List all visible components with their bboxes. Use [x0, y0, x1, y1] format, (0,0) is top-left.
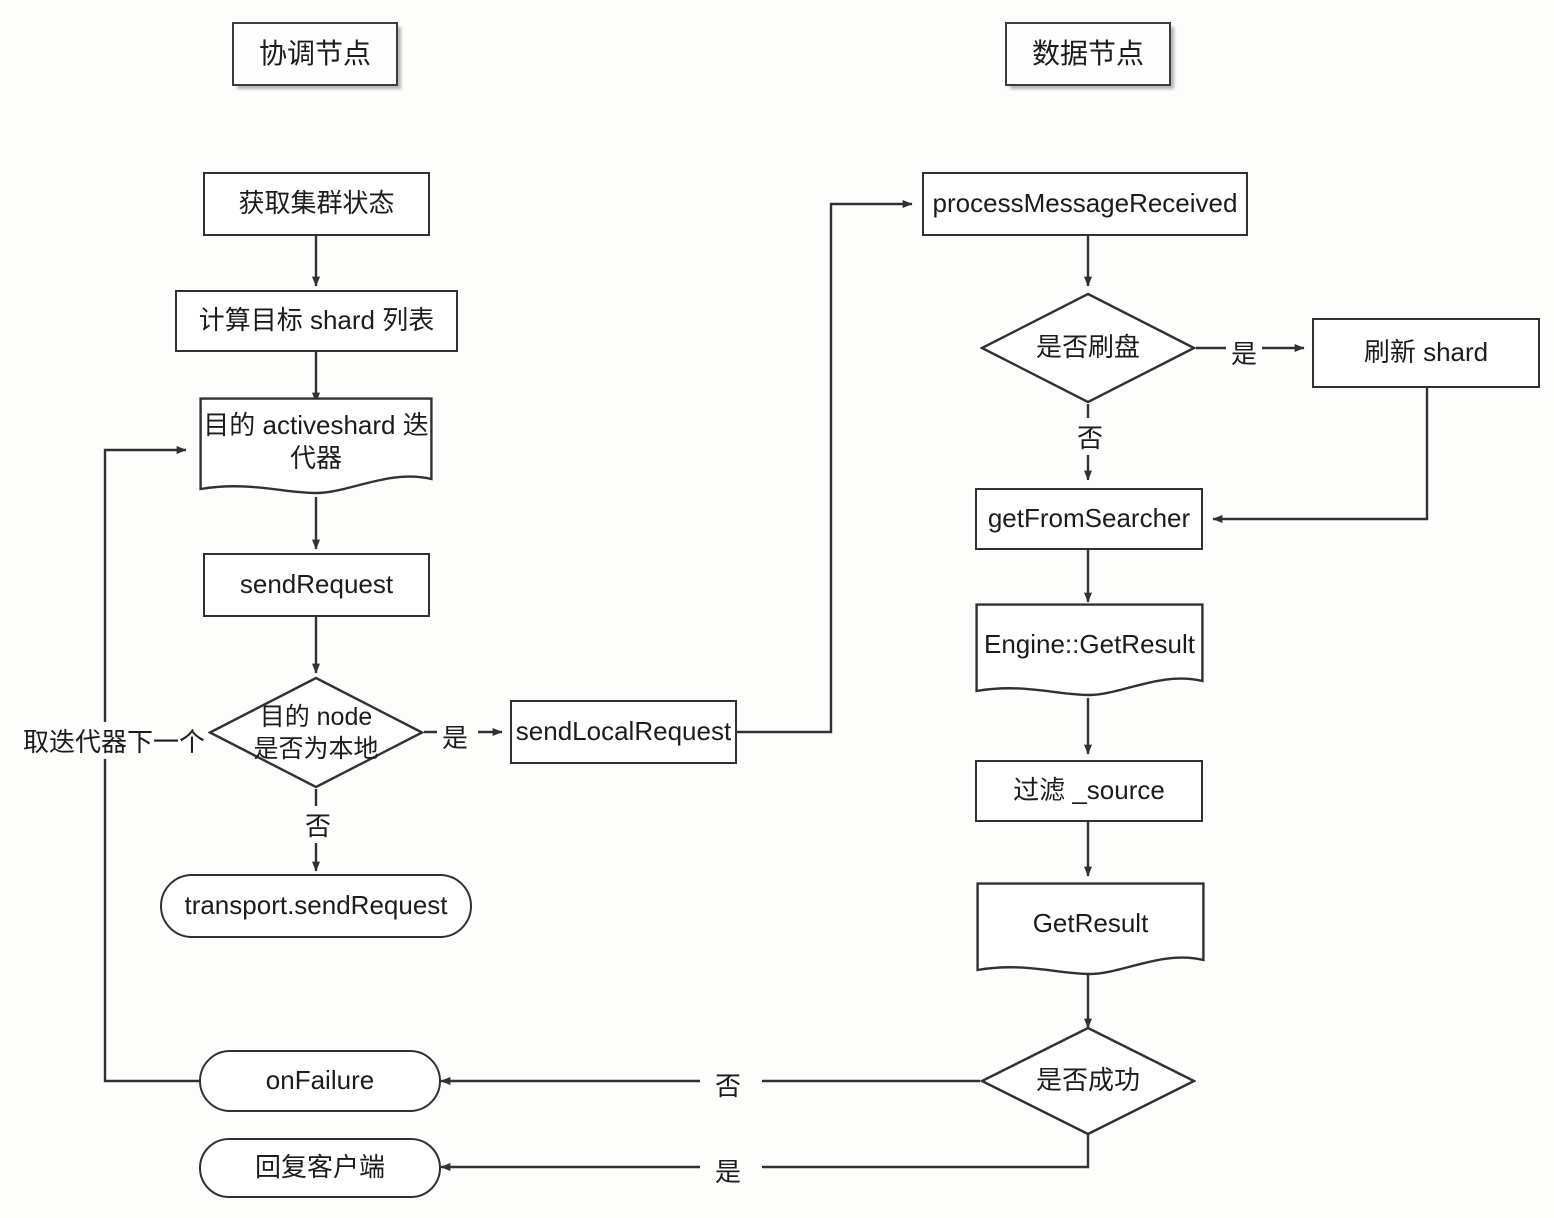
node-send-request-label: sendRequest — [239, 569, 394, 600]
lane-title-coordinating-node: 协调节点 — [232, 22, 398, 86]
diamond-shape-outline — [980, 292, 1196, 404]
edge-label-flush-yes: 是 — [1226, 334, 1263, 371]
edge-label-success-no: 否 — [710, 1066, 747, 1103]
node-get-from-searcher[interactable]: getFromSearcher — [975, 488, 1203, 550]
node-reply-client[interactable]: 回复客户端 — [199, 1138, 441, 1198]
node-process-message-received-label: processMessageReceived — [932, 188, 1238, 219]
node-get-result[interactable]: GetResult — [976, 882, 1205, 978]
edge-label-iterator-next-text: 取迭代器下一个 — [23, 727, 206, 757]
node-is-target-node-local[interactable]: 目的 node 是否为本地 — [208, 676, 424, 789]
edge-label-local-no: 否 — [300, 806, 337, 843]
node-filter-source-label: 过滤 _source — [1013, 775, 1165, 806]
node-get-result-label: GetResult — [1032, 908, 1149, 939]
node-is-success[interactable]: 是否成功 — [980, 1026, 1196, 1136]
node-engine-get-result-label: Engine::GetResult — [983, 629, 1195, 660]
node-get-cluster-state-label: 获取集群状态 — [238, 188, 395, 219]
document-shape-outline — [976, 882, 1205, 976]
edge-label-success-no-text: 否 — [715, 1071, 742, 1101]
edge-label-local-yes: 是 — [437, 718, 474, 755]
node-activeshard-iterator[interactable]: 目的 activeshard 迭 代器 — [199, 397, 433, 497]
node-activeshard-iterator-line2: 代器 — [289, 443, 342, 473]
node-is-target-node-local-line2: 是否为本地 — [253, 734, 379, 763]
node-transport-send-request[interactable]: transport.sendRequest — [160, 874, 472, 938]
node-activeshard-iterator-label: 目的 activeshard 迭 代器 — [203, 409, 428, 476]
node-get-from-searcher-label: getFromSearcher — [987, 503, 1191, 534]
node-process-message-received[interactable]: processMessageReceived — [922, 172, 1248, 236]
lane-title-coordinating-node-label: 协调节点 — [258, 38, 371, 70]
node-transport-send-request-label: transport.sendRequest — [184, 890, 448, 921]
node-on-failure-label: onFailure — [265, 1065, 375, 1096]
node-refresh-shard[interactable]: 刷新 shard — [1312, 318, 1540, 388]
edge-label-flush-yes-text: 是 — [1231, 339, 1258, 369]
document-shape-outline — [975, 603, 1204, 697]
node-is-target-node-local-label: 目的 node 是否为本地 — [253, 701, 378, 765]
node-is-target-node-local-line1: 目的 node — [259, 702, 373, 731]
node-refresh-shard-label: 刷新 shard — [1363, 337, 1489, 368]
edge-label-success-yes: 是 — [710, 1152, 747, 1189]
node-send-local-request-label: sendLocalRequest — [515, 716, 732, 747]
node-compute-target-shards[interactable]: 计算目标 shard 列表 — [175, 290, 458, 352]
edge-label-success-yes-text: 是 — [715, 1157, 742, 1187]
document-shape-outline — [199, 397, 433, 495]
diamond-shape-outline — [208, 676, 424, 789]
lane-title-data-node: 数据节点 — [1005, 22, 1171, 86]
edge-label-local-yes-text: 是 — [442, 723, 469, 753]
node-compute-target-shards-label: 计算目标 shard 列表 — [198, 305, 435, 336]
node-on-failure[interactable]: onFailure — [199, 1050, 441, 1112]
edge-label-iterator-next: 取迭代器下一个 — [18, 722, 211, 759]
node-send-request[interactable]: sendRequest — [203, 553, 430, 617]
node-engine-get-result[interactable]: Engine::GetResult — [975, 603, 1204, 699]
edge-label-flush-no-text: 否 — [1077, 423, 1104, 453]
node-send-local-request[interactable]: sendLocalRequest — [510, 700, 737, 764]
node-get-cluster-state[interactable]: 获取集群状态 — [203, 172, 430, 236]
node-is-success-label: 是否成功 — [1035, 1065, 1140, 1096]
node-reply-client-label: 回复客户端 — [254, 1152, 385, 1183]
node-need-flush[interactable]: 是否刷盘 — [980, 292, 1196, 404]
node-need-flush-label: 是否刷盘 — [1035, 332, 1140, 363]
node-activeshard-iterator-line1: 目的 activeshard 迭 — [203, 409, 429, 440]
lane-title-data-node-label: 数据节点 — [1031, 38, 1144, 70]
edge-label-flush-no: 否 — [1072, 418, 1109, 455]
edge-label-local-no-text: 否 — [305, 811, 332, 841]
node-filter-source[interactable]: 过滤 _source — [975, 760, 1203, 822]
